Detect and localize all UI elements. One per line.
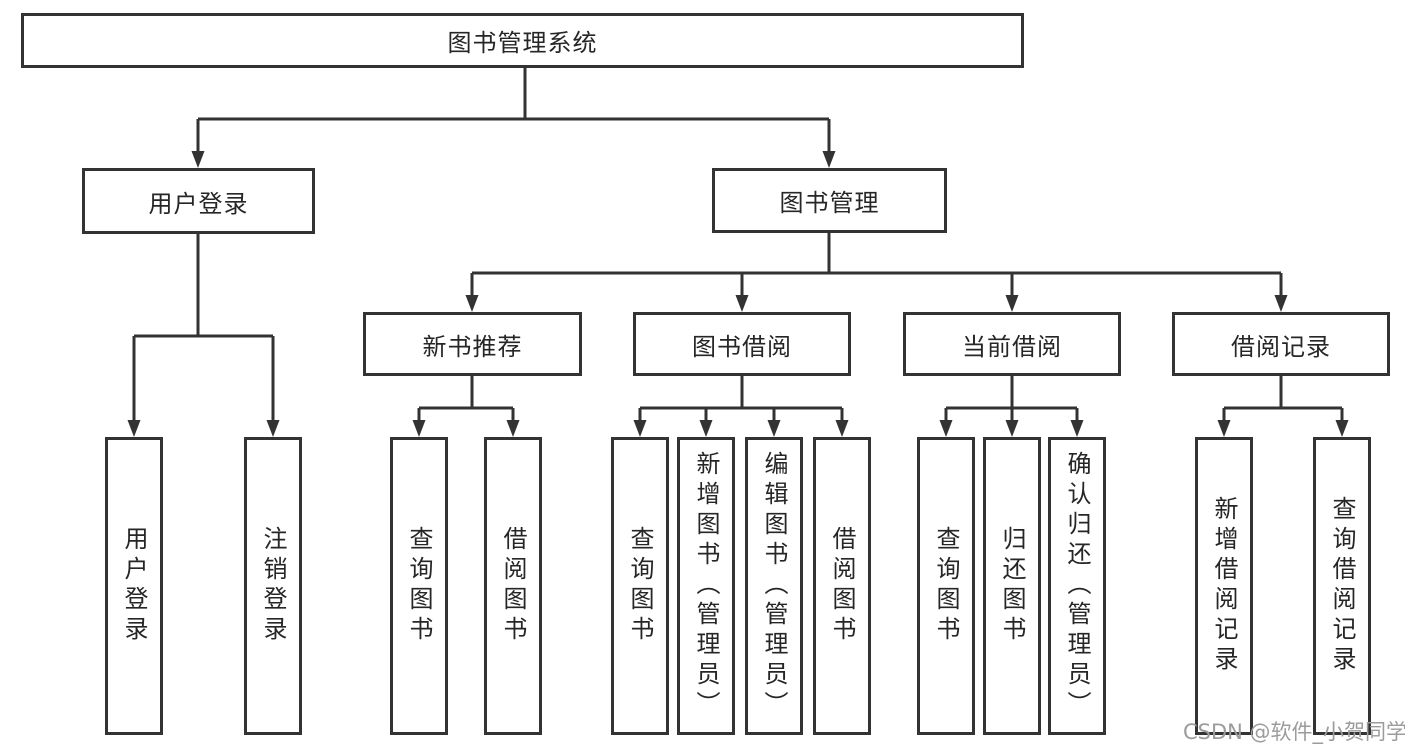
leaf-edit-books-admin: 编辑图书（管理员） [745, 437, 803, 735]
leaf-add-books-admin-label: 新增图书（管理员） [692, 451, 720, 721]
node-user-login-label: 用户登录 [148, 189, 249, 218]
node-borrow-records: 借阅记录 [1172, 312, 1390, 376]
leaf-return-books: 归还图书 [983, 437, 1041, 735]
node-book-management: 图书管理 [712, 168, 947, 233]
node-book-borrowing-label: 图书借阅 [692, 332, 792, 361]
connector-borrow-to-leaves [633, 375, 849, 437]
node-new-book-recommend: 新书推荐 [363, 312, 582, 376]
leaf-logout: 注销登录 [244, 437, 302, 735]
node-book-management-label: 图书管理 [779, 189, 880, 217]
connector-recommend-to-leaves [412, 375, 520, 437]
leaf-user-login-label: 用户登录 [120, 526, 148, 646]
leaf-borrow-books-borrowing: 借阅图书 [813, 437, 871, 735]
connector-root-to-branches [191, 68, 836, 168]
leaf-borrow-books-recommend: 借阅图书 [484, 437, 542, 735]
leaf-search-books-borrowing: 查询图书 [611, 437, 669, 735]
leaf-confirm-return-admin-label: 确认归还（管理员） [1063, 451, 1091, 721]
connector-records-to-leaves [1217, 375, 1349, 437]
node-new-book-recommend-label: 新书推荐 [422, 332, 523, 361]
node-current-borrowing: 当前借阅 [903, 312, 1121, 376]
leaf-borrow-books-recommend-label: 借阅图书 [499, 526, 527, 646]
leaf-search-books-current-label: 查询图书 [932, 526, 960, 646]
leaf-return-books-label: 归还图书 [998, 526, 1026, 646]
leaf-search-books-recommend: 查询图书 [390, 437, 448, 735]
connector-login-to-leaves [127, 233, 280, 437]
node-borrow-records-label: 借阅记录 [1231, 332, 1331, 361]
leaf-add-borrow-record-label: 新增借阅记录 [1210, 496, 1238, 676]
leaf-add-borrow-record: 新增借阅记录 [1195, 437, 1253, 735]
node-user-login: 用户登录 [82, 168, 315, 234]
leaf-search-books-recommend-label: 查询图书 [405, 526, 433, 646]
leaf-user-login: 用户登录 [105, 437, 163, 735]
leaf-logout-label: 注销登录 [259, 526, 287, 646]
leaf-query-borrow-record-label: 查询借阅记录 [1328, 496, 1356, 676]
node-system-root-label: 图书管理系统 [447, 29, 598, 57]
node-system-root: 图书管理系统 [21, 13, 1024, 68]
leaf-search-books-current: 查询图书 [917, 437, 975, 735]
leaf-confirm-return-admin: 确认归还（管理员） [1048, 437, 1106, 735]
node-book-borrowing: 图书借阅 [633, 312, 851, 376]
leaf-query-borrow-record: 查询借阅记录 [1313, 437, 1371, 735]
node-current-borrowing-label: 当前借阅 [962, 332, 1062, 361]
connector-current-to-leaves [939, 375, 1084, 437]
leaf-edit-books-admin-label: 编辑图书（管理员） [760, 451, 788, 721]
leaf-search-books-borrowing-label: 查询图书 [626, 526, 654, 646]
csdn-watermark: CSDN @软件_小贺同学 [1183, 720, 1405, 744]
leaf-add-books-admin: 新增图书（管理员） [677, 437, 735, 735]
leaf-borrow-books-borrowing-label: 借阅图书 [828, 526, 856, 646]
connector-management-to-modules [465, 233, 1288, 312]
